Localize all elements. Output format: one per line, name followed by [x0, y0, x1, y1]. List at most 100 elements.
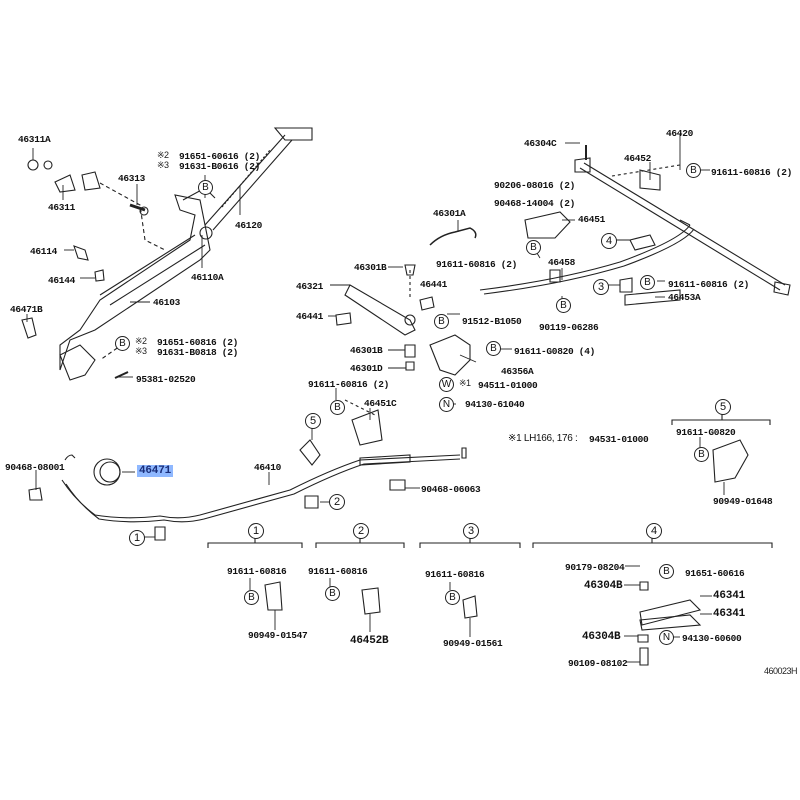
part-label-91611-60816[interactable]: 91611-60816 (2)	[436, 259, 518, 270]
part-label-91651-60616[interactable]: 91651-60616 (2)	[179, 151, 261, 162]
diagram-code: 460023H	[764, 666, 798, 676]
footnote-condition: ※1 LH166, 176 :	[508, 433, 578, 444]
bolt-marker-b: B	[486, 341, 501, 356]
note-marker-2: ※2	[135, 336, 147, 346]
part-label-91611-60816[interactable]: 91611-60816	[227, 566, 287, 577]
part-label-46420[interactable]: 46420	[666, 128, 694, 139]
leader-lines	[26, 134, 725, 663]
part-label-91611-G0820[interactable]: 91611-G0820 (4)	[514, 346, 596, 357]
part-label-46451[interactable]: 46451	[578, 214, 606, 225]
part-label-94130-60600[interactable]: 94130-60600	[682, 633, 742, 644]
bolt-marker-b: B	[659, 564, 674, 579]
part-label-91611-60816[interactable]: 91611-60816 (2)	[308, 379, 390, 390]
group-header-2: 2	[353, 523, 369, 539]
part-label-90949-01547[interactable]: 90949-01547	[248, 630, 308, 641]
part-label-95381-02520[interactable]: 95381-02520	[136, 374, 196, 385]
part-label-46356A[interactable]: 46356A	[501, 366, 534, 377]
center-cluster	[299, 211, 571, 466]
bolt-marker-b: B	[325, 586, 340, 601]
part-label-46471B[interactable]: 46471B	[10, 304, 43, 315]
part-label-46441[interactable]: 46441	[420, 279, 448, 290]
small-parts-left	[21, 159, 213, 379]
part-label-46301B[interactable]: 46301B	[354, 262, 387, 273]
part-label-90119-06286[interactable]: 90119-06286	[539, 322, 599, 333]
group-header-4: 4	[646, 523, 662, 539]
group-ref-3[interactable]: 3	[593, 279, 609, 295]
part-label-90468-06063[interactable]: 90468-06063	[421, 484, 481, 495]
bolt-marker-b: B	[434, 314, 449, 329]
part-label-91651-60616[interactable]: 91651-60616	[685, 568, 745, 579]
part-label-46304C[interactable]: 46304C	[524, 138, 557, 149]
part-label-94130-61040[interactable]: 94130-61040	[465, 399, 525, 410]
part-label-46301A[interactable]: 46301A	[433, 208, 466, 219]
part-label-90109-08102[interactable]: 90109-08102	[568, 658, 628, 669]
part-label-46313[interactable]: 46313	[118, 173, 146, 184]
part-label-91651-60816[interactable]: 91651-60816 (2)	[157, 337, 239, 348]
handle-rod	[204, 127, 313, 231]
bolt-marker-b: B	[330, 400, 345, 415]
note-marker-3: ※3	[157, 160, 169, 170]
group-header-1: 1	[248, 523, 264, 539]
bolt-marker-b: B	[556, 298, 571, 313]
part-label-91631-B0818[interactable]: 91631-B0818 (2)	[157, 347, 239, 358]
group-ref-1[interactable]: 1	[129, 530, 145, 546]
part-label-46458[interactable]: 46458	[548, 257, 576, 268]
part-label-46321[interactable]: 46321	[296, 281, 324, 292]
part-label-46311[interactable]: 46311	[48, 202, 76, 213]
part-label-46471-highlighted[interactable]: 46471	[137, 465, 174, 477]
bolt-marker-b: B	[244, 590, 259, 605]
part-label-46120[interactable]: 46120	[235, 220, 263, 231]
group-ref-2[interactable]: 2	[329, 494, 345, 510]
group-header-3: 3	[463, 523, 479, 539]
bolt-marker-b: B	[686, 163, 701, 178]
part-label-91631-B0616[interactable]: 91631-B0616 (2)	[179, 161, 261, 172]
part-label-46110A[interactable]: 46110A	[191, 272, 224, 283]
part-label-46103[interactable]: 46103	[153, 297, 181, 308]
part-label-90468-14004[interactable]: 90468-14004 (2)	[494, 198, 576, 209]
part-label-94511-01000[interactable]: 94511-01000	[478, 380, 538, 391]
group-ref-5[interactable]: 5	[305, 413, 321, 429]
part-label-91611-60816[interactable]: 91611-60816 (2)	[711, 167, 793, 178]
part-label-46441[interactable]: 46441	[296, 311, 324, 322]
part-label-90468-08001[interactable]: 90468-08001	[5, 462, 65, 473]
part-label-46301B[interactable]: 46301B	[350, 345, 383, 356]
part-label-46451C[interactable]: 46451C	[364, 398, 397, 409]
part-label-46304B[interactable]: 46304B	[584, 580, 623, 592]
part-label-90949-01648[interactable]: 90949-01648	[713, 496, 773, 507]
note-marker-1: ※1	[459, 378, 471, 388]
rear-cable-46420	[479, 145, 791, 306]
part-label-91611-60816[interactable]: 91611-60816 (2)	[668, 279, 750, 290]
part-label-46114[interactable]: 46114	[30, 246, 58, 257]
part-label-46453A[interactable]: 46453A	[668, 292, 701, 303]
bolt-marker-b: B	[198, 180, 213, 195]
part-label-91611-G0820[interactable]: 91611-G0820	[676, 427, 736, 438]
nut-marker-n: N	[659, 630, 674, 645]
group-brackets	[207, 414, 773, 666]
part-label-46311A[interactable]: 46311A	[18, 134, 51, 145]
group-ref-4[interactable]: 4	[601, 233, 617, 249]
bolt-marker-b: B	[115, 336, 130, 351]
part-label-46301D[interactable]: 46301D	[350, 363, 383, 374]
bolt-marker-b: B	[640, 275, 655, 290]
part-label-90949-01561[interactable]: 90949-01561	[443, 638, 503, 649]
part-label-46341[interactable]: 46341	[713, 590, 746, 602]
washer-marker-w: W	[439, 377, 454, 392]
part-label-91512-B1050[interactable]: 91512-B1050	[462, 316, 522, 327]
front-cable-46410	[28, 447, 467, 541]
nut-marker-n: N	[439, 397, 454, 412]
part-label-46452[interactable]: 46452	[624, 153, 652, 164]
bolt-marker-b: B	[526, 240, 541, 255]
note-marker-3: ※3	[135, 346, 147, 356]
part-label-90206-08016[interactable]: 90206-08016 (2)	[494, 180, 576, 191]
part-label-46304B[interactable]: 46304B	[582, 631, 621, 643]
part-label-46341[interactable]: 46341	[713, 608, 746, 620]
part-label-90179-08204[interactable]: 90179-08204	[565, 562, 625, 573]
bolt-marker-b: B	[445, 590, 460, 605]
part-label-91611-60816[interactable]: 91611-60816	[425, 569, 485, 580]
part-label-91611-60816[interactable]: 91611-60816	[308, 566, 368, 577]
part-label-46144[interactable]: 46144	[48, 275, 76, 286]
footnote-part-94531-01000[interactable]: 94531-01000	[589, 434, 649, 445]
group-header-5: 5	[715, 399, 731, 415]
part-label-46452B[interactable]: 46452B	[350, 635, 389, 647]
part-label-46410[interactable]: 46410	[254, 462, 282, 473]
